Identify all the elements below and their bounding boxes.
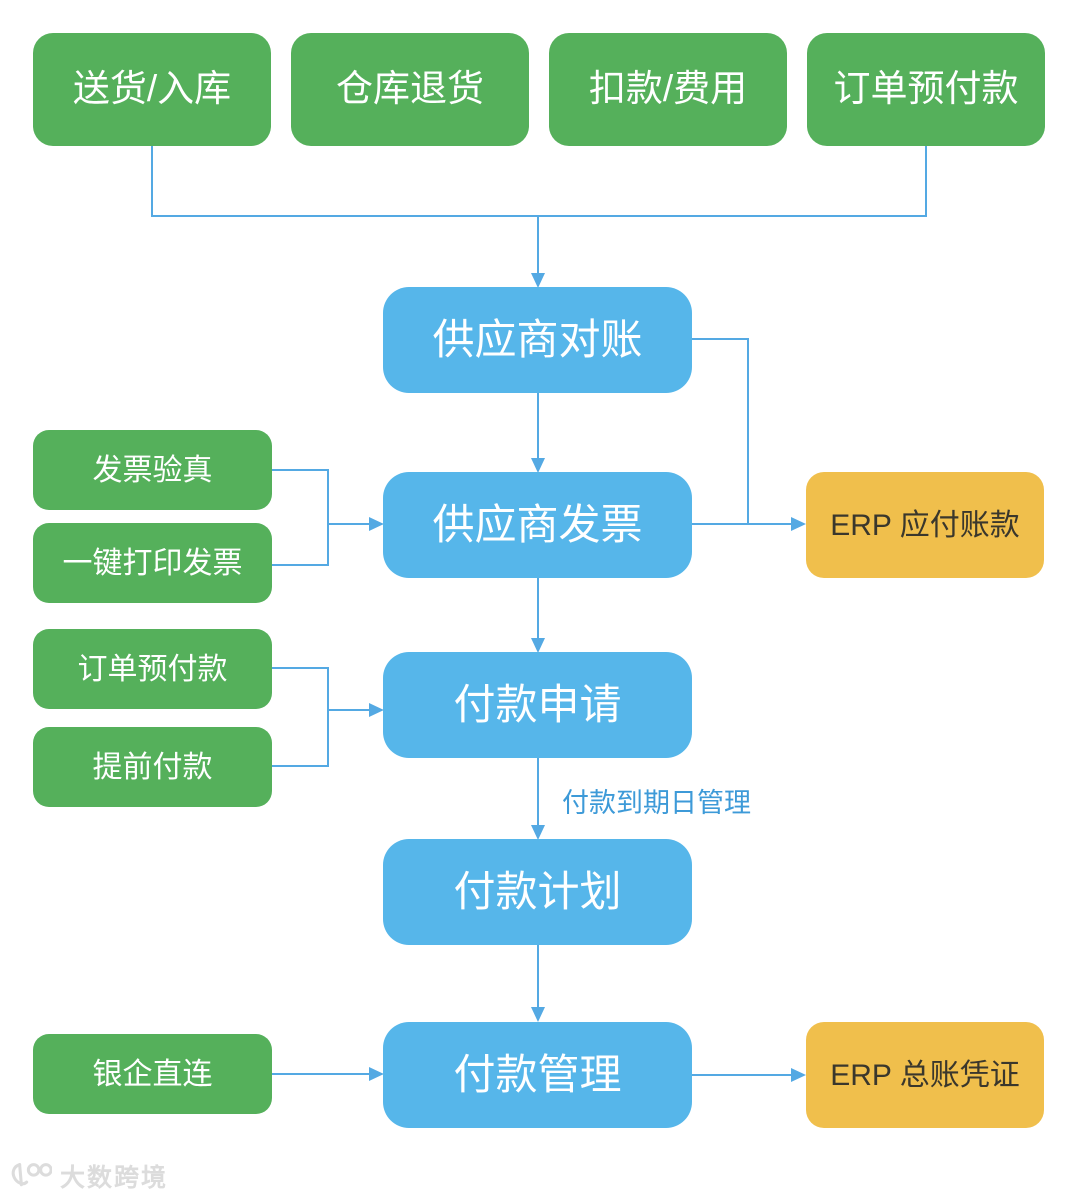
node-payment-request: 付款申请	[383, 652, 692, 758]
arrowhead-into-reconciliation	[531, 273, 545, 288]
arrowhead-into-erp-ap	[791, 517, 806, 531]
node-label: 提前付款	[92, 750, 213, 784]
watermark-logo-icon	[11, 1163, 52, 1187]
edge-reconciliation-to-erp-ap	[692, 338, 749, 524]
node-payment-management: 付款管理	[383, 1022, 692, 1128]
edge-invoice-inputs-bracket	[272, 469, 329, 566]
arrowhead-into-invoice-left	[369, 517, 384, 531]
node-label: 发票验真	[92, 453, 213, 487]
node-order-prepayment-top: 订单预付款	[807, 33, 1045, 146]
node-label: ERP 总账凭证	[830, 1058, 1020, 1092]
node-label: 一键打印发票	[62, 546, 243, 580]
node-label: 送货/入库	[72, 68, 232, 110]
node-supplier-invoice: 供应商发票	[383, 472, 692, 578]
node-label: 订单预付款	[833, 68, 1019, 110]
edge-payment-inputs-bracket	[272, 667, 329, 767]
arrowhead-into-request-top	[531, 638, 545, 653]
edge-label-payment-due-date: 付款到期日管理	[562, 788, 751, 818]
node-label: 扣款/费用	[588, 68, 748, 110]
node-erp-gl-voucher: ERP 总账凭证	[806, 1022, 1044, 1128]
edge-toprow-bus	[151, 146, 927, 217]
node-label: 付款管理	[453, 1050, 622, 1098]
node-erp-accounts-payable: ERP 应付账款	[806, 472, 1044, 578]
node-payment-plan: 付款计划	[383, 839, 692, 945]
arrowhead-into-plan	[531, 825, 545, 840]
node-label: 供应商对账	[432, 315, 643, 363]
watermark: 大数跨境	[10, 1158, 168, 1194]
node-label: 付款计划	[453, 867, 622, 915]
node-label: 银企直连	[92, 1057, 213, 1091]
node-warehouse-return: 仓库退货	[291, 33, 529, 146]
arrowhead-into-management-top	[531, 1007, 545, 1022]
arrowhead-into-erp-gl	[791, 1068, 806, 1082]
arrowhead-into-invoice-top	[531, 458, 545, 473]
arrowhead-into-management-left	[369, 1067, 384, 1081]
node-one-click-print-invoice: 一键打印发票	[33, 523, 272, 603]
node-label: 供应商发票	[432, 500, 643, 548]
node-label: ERP 应付账款	[830, 508, 1020, 542]
node-advance-payment: 提前付款	[33, 727, 272, 807]
node-order-prepayment-side: 订单预付款	[33, 629, 272, 709]
node-invoice-verification: 发票验真	[33, 430, 272, 510]
node-delivery-inbound: 送货/入库	[33, 33, 271, 146]
arrowhead-into-request-left	[369, 703, 384, 717]
watermark-text: 大数跨境	[60, 1164, 169, 1192]
node-supplier-reconciliation: 供应商对账	[383, 287, 692, 393]
node-deduction-fee: 扣款/费用	[549, 33, 787, 146]
node-label: 订单预付款	[77, 652, 228, 686]
node-label: 仓库退货	[336, 68, 484, 110]
node-bank-enterprise-direct: 银企直连	[33, 1034, 272, 1114]
node-label: 付款申请	[453, 680, 622, 728]
